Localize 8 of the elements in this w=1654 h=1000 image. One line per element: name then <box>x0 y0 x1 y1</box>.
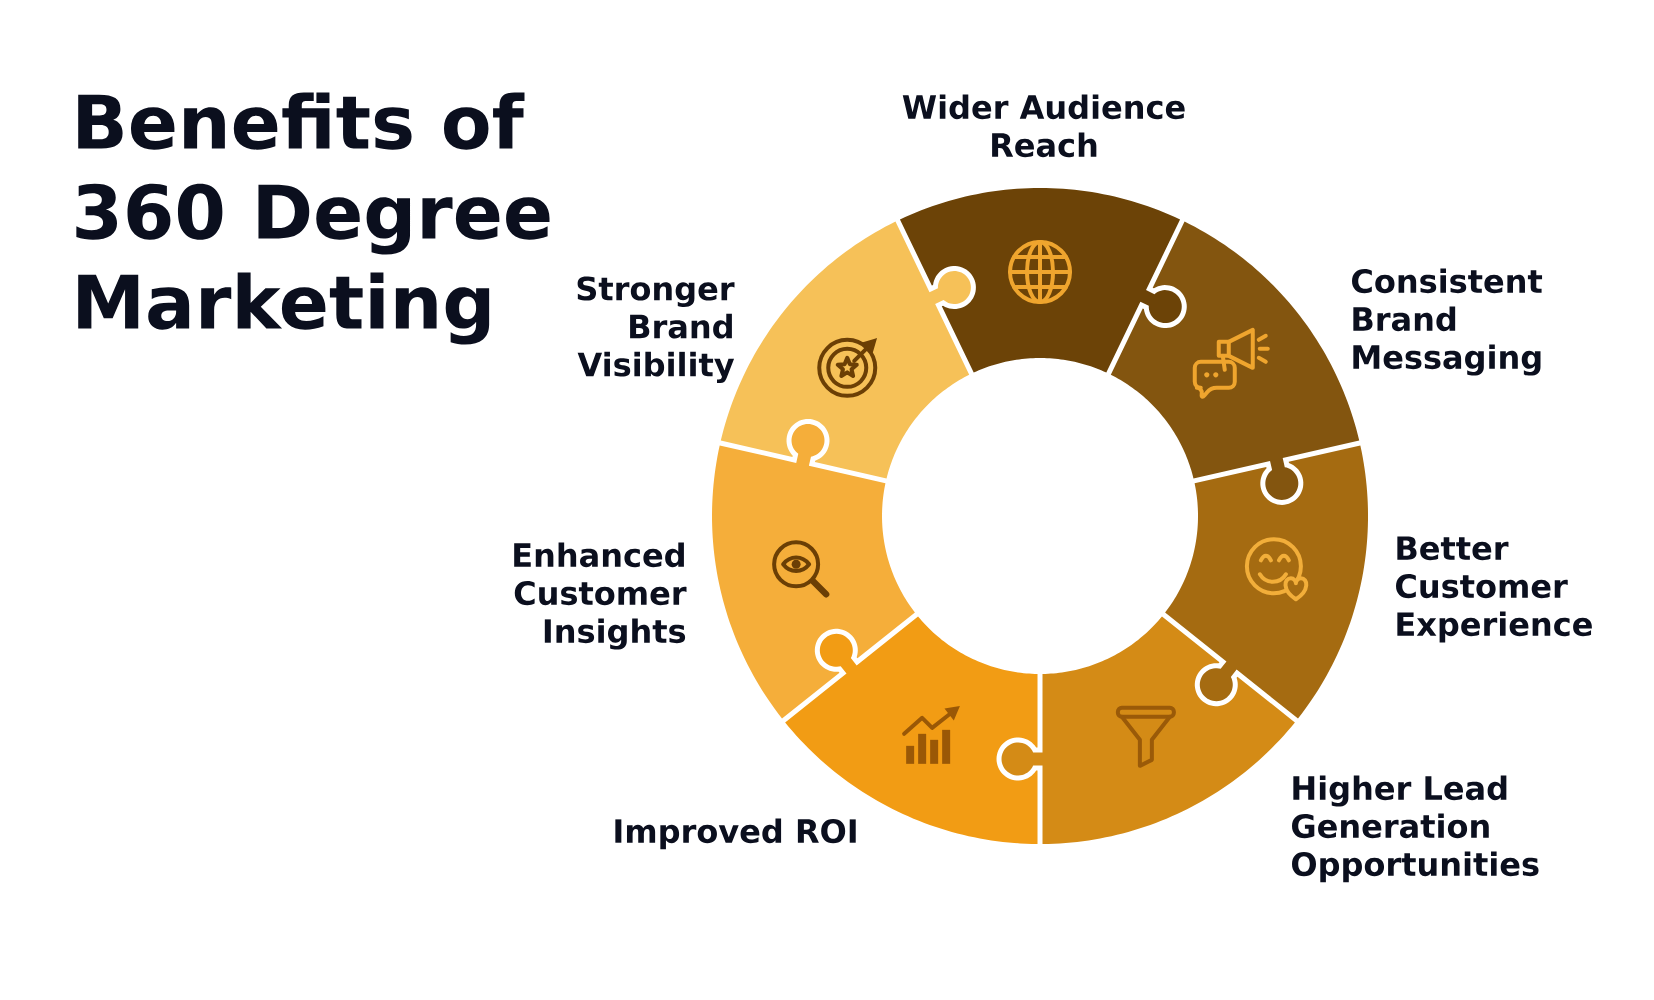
benefit-label: Enhanced Customer Insights <box>514 542 687 650</box>
title: Benefits of 360 Degree Marketing <box>76 92 550 345</box>
benefit-label: Higher Lead Generation Opportunities <box>1292 775 1539 883</box>
benefit-label: Improved ROI <box>615 818 856 850</box>
benefit-label: Better Customer Experience <box>1396 536 1592 643</box>
benefit-label: Wider Audience Reach <box>902 94 1185 158</box>
benefit-label: Consistent Brand Messaging <box>1352 268 1543 376</box>
benefit-label: Stronger Brand Visibility <box>577 276 735 384</box>
